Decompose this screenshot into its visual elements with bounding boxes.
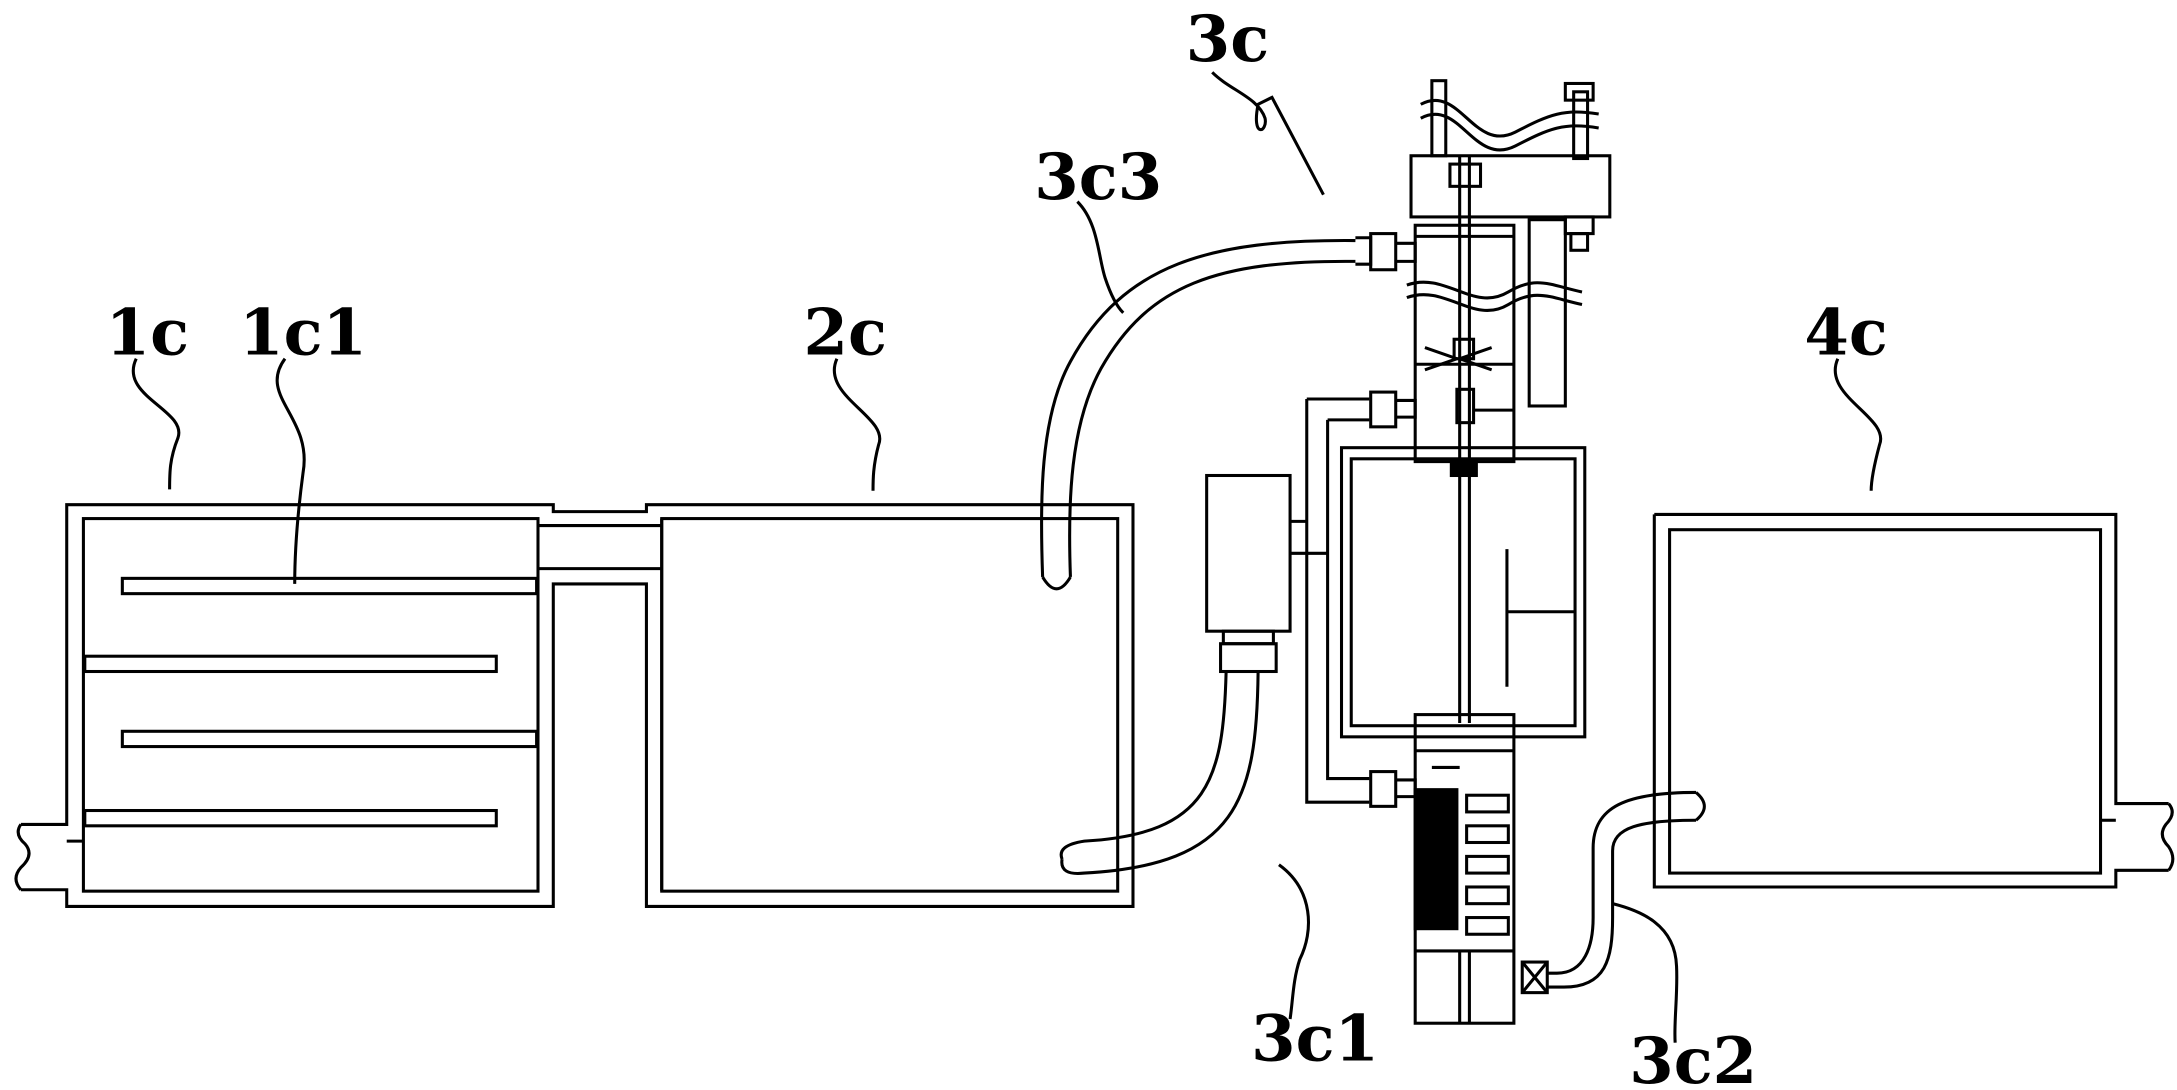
hose-3c1 [1059,473,1292,875]
leader-lines [131,71,1883,1043]
connection-channel [537,518,664,892]
leader-2c [832,358,882,491]
label-3c3: 3c3 [1034,140,1162,215]
pump-3c [1290,79,1612,1025]
leader-1c1 [275,357,306,584]
leader-1c [131,358,181,490]
leader-4c [1833,358,1883,491]
baffles-1c1 [83,576,539,828]
hose-3c3 [1039,232,1417,591]
label-1c: 1c [106,296,189,371]
label-1c1: 1c1 [239,296,367,371]
tank-1c [14,503,1135,908]
label-4c: 4c [1804,296,1887,371]
label-3c2: 3c2 [1629,1024,1757,1090]
leader-3c [1211,71,1325,196]
leader-3c2 [1612,902,1679,1043]
hose-3c2 [1547,790,1706,989]
gear-section [1413,788,1510,936]
leader-3c1 [1278,863,1310,1020]
leader-3c3 [1076,200,1125,314]
tank-2c [660,517,1120,893]
label-3c1: 3c1 [1251,1002,1379,1077]
label-2c: 2c [804,296,887,371]
tank-4c [1652,512,2175,889]
label-group: 1c 1c1 2c 3c 3c3 4c 3c1 3c2 [106,2,1888,1090]
label-3c: 3c [1186,2,1269,77]
